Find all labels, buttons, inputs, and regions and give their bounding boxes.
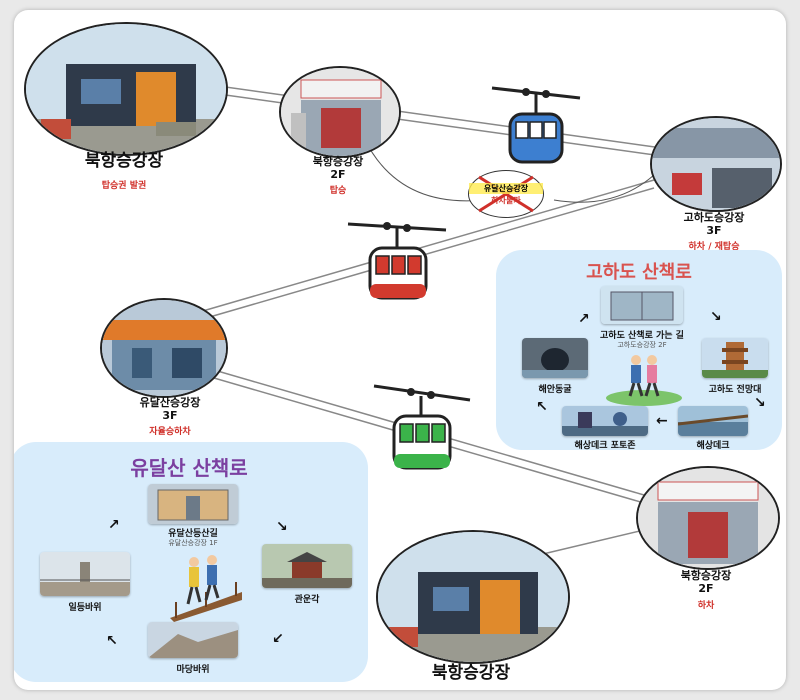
gohado-path-sub: 고하도승강장 2F: [617, 341, 667, 349]
yudalsan-path-photo: [148, 484, 238, 524]
ildeung-rock-label: 일등바위: [68, 603, 102, 613]
no-alight-badge-line1: 유달산승강장: [469, 183, 543, 194]
bukhang-bottom-photo: [376, 530, 570, 664]
gwanungak-photo: [262, 544, 352, 588]
gohado-hikers-illustration: [606, 355, 682, 406]
gohado-trail-panel: 고하도 산책로 고하도 산책로 가는 길 고하도승강장 2F 고하도 전망대 해…: [496, 250, 782, 451]
bukhang-2f-bottom-name: 북항승강장: [680, 569, 732, 582]
gohado-tower-photo: [702, 338, 768, 378]
madang-rock-label: 마당바위: [176, 665, 210, 675]
blue-gondola-icon: [491, 86, 581, 164]
yudalsan-floor: 3F: [162, 409, 178, 422]
bukhang-2f-bottom-note: 하차: [697, 601, 715, 611]
bukhang-2f-top-photo: [279, 66, 401, 158]
gohado-path-label: 고하도 산책로 가는 길: [600, 331, 684, 341]
yudalsan-station-photo: [100, 298, 228, 398]
gohado-arrow-5: ↖: [536, 399, 548, 415]
gohado-floor: 3F: [706, 224, 722, 237]
yudalsan-path-sub: 유달산승강장 1F: [168, 539, 218, 547]
ildeung-rock-photo: [40, 552, 130, 596]
yudalsan-trail-panel: 유달산 산책로 유달산등산길 유달산승강장 1F 관운각 마당바위 일등바위 ↗…: [14, 442, 368, 682]
bukhang-2f-top-floor: 2F: [330, 168, 346, 181]
bukhang-2f-bottom-photo: [636, 466, 780, 570]
gohado-name: 고하도승강장: [683, 211, 745, 224]
gohado-photozone-label: 해상데크 포토존: [574, 441, 636, 451]
gohado-arrow-1: ↗: [578, 311, 590, 327]
gohado-cave-photo: [522, 338, 588, 378]
bukhang-2f-top-name: 북항승강장: [312, 155, 364, 168]
gohado-trail-title: 고하도 산책로: [586, 262, 692, 283]
green-gondola-icon: [373, 384, 471, 470]
yudalsan-arrow-3: ↙: [272, 631, 284, 647]
yudalsan-path-label: 유달산등산길: [168, 529, 218, 539]
gohado-deck-photo: [678, 406, 748, 436]
gohado-station-photo: [650, 116, 782, 212]
gwanungak-label: 관운각: [294, 595, 320, 605]
gohado-path-photo: [601, 286, 683, 324]
bukhang-station-photo: [24, 22, 228, 156]
yudalsan-arrow-2: ↘: [276, 519, 288, 535]
gohado-deck-label: 해상데크: [696, 441, 730, 451]
bukhang-bottom-name: 북항승강장: [431, 663, 511, 683]
bukhang-top-note: 탑승권 발권: [101, 181, 147, 191]
gohado-cave-label: 해안동굴: [538, 385, 572, 395]
yudalsan-hikers-illustration: [170, 555, 242, 622]
gohado-arrow-2: ↘: [710, 309, 722, 325]
red-gondola-icon: [347, 222, 447, 300]
yudalsan-trail-title: 유달산 산책로: [130, 456, 248, 480]
route-map-card: 북항승강장 탑승권 발권 북항승강장 2F 탑승 유달산승강장 하차불가 고하도…: [14, 10, 786, 690]
no-alight-badge: 유달산승강장 하차불가: [468, 170, 544, 218]
madang-rock-photo: [148, 622, 238, 658]
yudalsan-arrow-1: ↗: [108, 517, 120, 533]
yudalsan-note: 자율승하차: [149, 427, 191, 437]
no-alight-badge-line2: 하차불가: [491, 196, 521, 205]
gohado-note: 하차 / 재탑승: [688, 242, 740, 252]
bukhang-2f-top-note: 탑승: [329, 186, 347, 196]
gohado-arrow-3: ↘: [754, 395, 766, 411]
yudalsan-arrow-4: ↖: [106, 633, 118, 649]
prohibited-icon: [478, 175, 534, 213]
bukhang-2f-bottom-floor: 2F: [698, 582, 714, 595]
gohado-tower-label: 고하도 전망대: [708, 385, 762, 395]
yudalsan-name: 유달산승강장: [139, 396, 201, 409]
gohado-arrow-4: ←: [656, 413, 668, 429]
bukhang-top-name: 북항승강장: [84, 151, 164, 171]
gohado-photozone-photo: [562, 406, 648, 436]
